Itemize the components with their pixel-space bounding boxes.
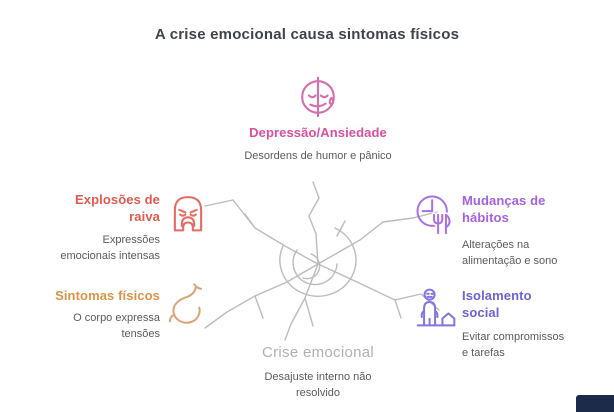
- node-desc-isolamento-social: Evitar compromissos e tarefas: [462, 331, 565, 359]
- page-title: A crise emocional causa sintomas físicos: [154, 26, 460, 43]
- tangle-scribble-graphic: [204, 181, 440, 341]
- angry-face-icon: [167, 191, 209, 233]
- center-node-label: Crise emocional: [261, 344, 375, 361]
- meal-clock-fork-knife-icon: [412, 191, 456, 235]
- node-label-mudancas-de-habitos: Mudanças de hábitos: [462, 193, 546, 225]
- node-label-explosoes-de-raiva: Explosões de raiva: [74, 192, 160, 224]
- node-label-sintomas-fisicos: Sintomas físicos: [55, 288, 160, 303]
- node-desc-explosoes-de-raiva: Expressões emocionais intensas: [60, 234, 160, 262]
- person-with-house-icon: [414, 285, 458, 329]
- watermark-badge[interactable]: [576, 395, 614, 412]
- node-desc-sintomas-fisicos: O corpo expressa tensões: [73, 312, 160, 340]
- depression-anxiety-face-icon: [295, 73, 341, 119]
- node-desc-depressao-ansiedade: Desordens de humor e pânico: [244, 150, 392, 162]
- stomach-icon: [164, 282, 208, 326]
- node-label-isolamento-social: Isolamento social: [462, 288, 532, 320]
- node-desc-mudancas-de-habitos: Alterações na alimentação e sono: [462, 239, 558, 267]
- center-node-desc: Desajuste interno não resolvido: [264, 371, 372, 399]
- node-label-depressao-ansiedade: Depressão/Ansiedade: [249, 125, 387, 140]
